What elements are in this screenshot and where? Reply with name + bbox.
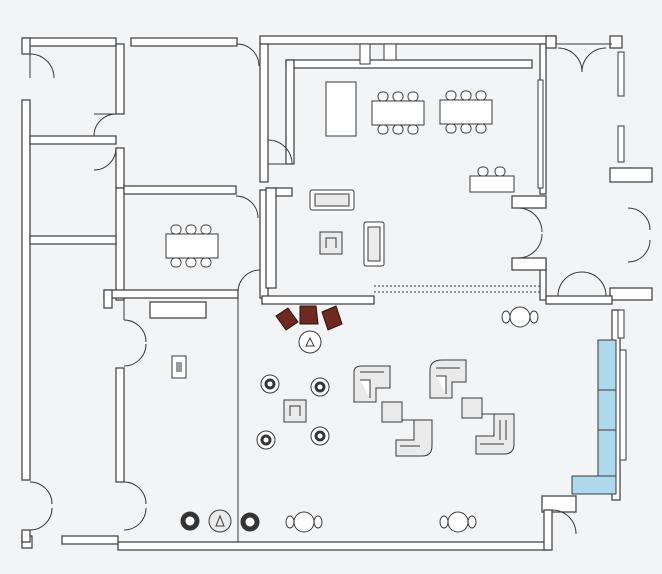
wall-east-col-mid: [609, 167, 653, 183]
window-east-4: [619, 349, 627, 461]
door-west-office-1[interactable]: [29, 53, 55, 79]
column-workspace-1: [359, 43, 371, 65]
wall-office-divider-2: [115, 147, 125, 189]
wall-hall-north: [545, 295, 613, 305]
window-east-2: [617, 125, 625, 163]
lounge-club-chairs: [256, 374, 330, 450]
wall-lounge-se-block: [541, 495, 577, 513]
door-hall-sw[interactable]: [123, 481, 147, 531]
wall-north-west-2: [130, 37, 238, 47]
ottoman-1: [381, 401, 403, 423]
sofa-2: [363, 221, 385, 267]
cafe-tables: [285, 306, 539, 533]
lounge-table-round: [298, 330, 322, 354]
side-table-round: [208, 509, 232, 533]
door-west-office-2[interactable]: [93, 113, 117, 137]
wall-south-2: [117, 541, 551, 551]
sectional-1: [353, 365, 391, 403]
cafe-table-1: [501, 306, 539, 328]
wall-west: [21, 99, 31, 481]
wall-east-col-low: [609, 287, 653, 301]
partitions: [123, 43, 612, 542]
wall-center-pier: [265, 187, 277, 289]
column-workspace-2: [383, 43, 397, 61]
window-workspace-east: [537, 79, 544, 189]
wall-east-col-top: [609, 35, 623, 49]
wall-workspace-north: [285, 59, 533, 69]
window-east-3: [617, 309, 625, 339]
door-west-office-3[interactable]: [93, 147, 117, 171]
wall-sw-stub: [21, 529, 31, 543]
door-west-exit[interactable]: [29, 481, 53, 531]
workspace-table-2: [439, 90, 493, 134]
wall-east-top: [545, 35, 557, 49]
lounge-chairs: [275, 305, 343, 331]
window-east-1: [617, 51, 625, 97]
east-windows: [359, 43, 627, 461]
workspace-table-1: [371, 91, 425, 135]
wall-west-office-sep-2: [29, 235, 117, 245]
sectional-4: [475, 413, 515, 455]
wall-lounge-se: [543, 509, 553, 551]
door-meeting-south[interactable]: [237, 269, 261, 293]
corner-sofa: [571, 339, 617, 495]
door-north-office[interactable]: [236, 43, 260, 67]
workspace-table-3: [469, 166, 515, 193]
door-workspace[interactable]: [267, 139, 293, 165]
wall-hall-niche: [149, 301, 207, 319]
wall-south-1: [61, 535, 119, 545]
wall-west-top: [21, 37, 31, 55]
sectional-2: [429, 359, 467, 399]
door-workspace-east[interactable]: [517, 207, 543, 259]
ottoman-2: [461, 397, 483, 419]
wall-west-office-sep-1: [29, 135, 117, 145]
sectional-3: [395, 419, 433, 457]
door-lounge-se[interactable]: [551, 509, 577, 535]
wall-office-divider-1: [115, 43, 125, 115]
armchair-workspace: [319, 231, 343, 255]
wall-east-inner-2: [511, 257, 547, 271]
door-east-south[interactable]: [557, 271, 607, 297]
cafe-table-2: [285, 511, 323, 533]
wall-workspace-west: [285, 59, 295, 165]
wall-north-west-1: [23, 37, 117, 47]
wall-east-inner-1: [511, 195, 547, 209]
sofa: [309, 189, 355, 211]
workspace-furniture: [309, 81, 515, 267]
wall-north-center: [259, 35, 557, 45]
wall-meeting-south: [103, 289, 239, 299]
wall-workspace-south: [261, 295, 375, 305]
sectional-sofas: [353, 359, 515, 457]
doors[interactable]: [29, 43, 651, 535]
door-meeting[interactable]: [235, 195, 259, 219]
door-east-exit[interactable]: [627, 207, 651, 263]
counter-island: [325, 81, 357, 137]
door-hall-west[interactable]: [123, 319, 147, 367]
cafe-table-3: [439, 511, 477, 533]
wall-center-west-1: [259, 43, 269, 183]
conference-table: [165, 224, 219, 268]
hallway-items: [171, 355, 260, 533]
wall-office-divider-3: [115, 187, 125, 301]
wall-meeting-north: [123, 185, 237, 195]
wall-hall-west: [115, 367, 125, 483]
wall-meeting-sw: [103, 289, 113, 309]
door-east-north[interactable]: [557, 47, 607, 73]
